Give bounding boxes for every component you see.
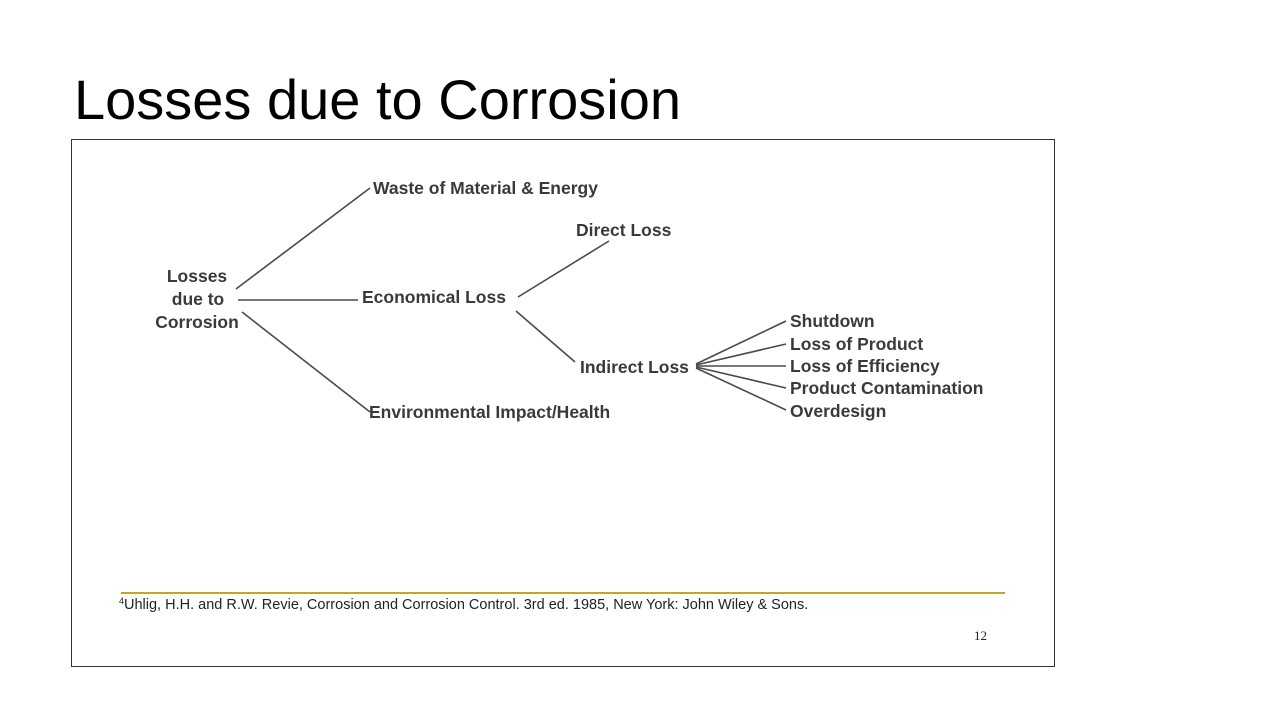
figure-frame: Losses due to Corrosion Waste of Materia… bbox=[71, 139, 1055, 667]
footnote-divider bbox=[121, 592, 1005, 594]
connector-indirect-overdesign bbox=[695, 367, 787, 411]
node-economical-loss: Economical Loss bbox=[362, 287, 506, 307]
root-label-line-2: due to bbox=[172, 289, 225, 309]
node-loss-of-product: Loss of Product bbox=[790, 334, 923, 354]
corrosion-loss-tree-diagram: Losses due to Corrosion Waste of Materia… bbox=[155, 178, 983, 422]
node-indirect-loss: Indirect Loss bbox=[580, 357, 689, 377]
node-environmental-impact-health: Environmental Impact/Health bbox=[369, 402, 610, 422]
root-node: Losses due to Corrosion bbox=[155, 266, 239, 332]
root-label-line-3: Corrosion bbox=[155, 312, 239, 332]
connector-indirect-shutdown bbox=[695, 320, 787, 365]
node-overdesign: Overdesign bbox=[790, 401, 886, 421]
page-number: 12 bbox=[974, 628, 987, 643]
node-waste-of-material-energy: Waste of Material & Energy bbox=[373, 178, 598, 198]
footnote-marker: 4 bbox=[119, 596, 125, 606]
footnote-text: Uhlig, H.H. and R.W. Revie, Corrosion an… bbox=[124, 597, 809, 613]
connector-root-environmental bbox=[241, 311, 371, 413]
connector-economical-indirect bbox=[515, 310, 576, 363]
connector-root-waste bbox=[235, 187, 371, 290]
footnote-citation: 4Uhlig, H.H. and R.W. Revie, Corrosion a… bbox=[119, 596, 808, 613]
root-label-line-1: Losses bbox=[167, 266, 228, 286]
slide-title: Losses due to Corrosion bbox=[74, 68, 682, 131]
node-loss-of-efficiency: Loss of Efficiency bbox=[790, 356, 940, 376]
connector-indirect-loss-of-product bbox=[695, 343, 787, 366]
node-direct-loss: Direct Loss bbox=[576, 220, 672, 240]
node-shutdown: Shutdown bbox=[790, 311, 875, 331]
connector-indirect-product-contamination bbox=[695, 366, 787, 389]
connector-economical-direct bbox=[517, 240, 610, 298]
node-product-contamination: Product Contamination bbox=[790, 378, 983, 398]
